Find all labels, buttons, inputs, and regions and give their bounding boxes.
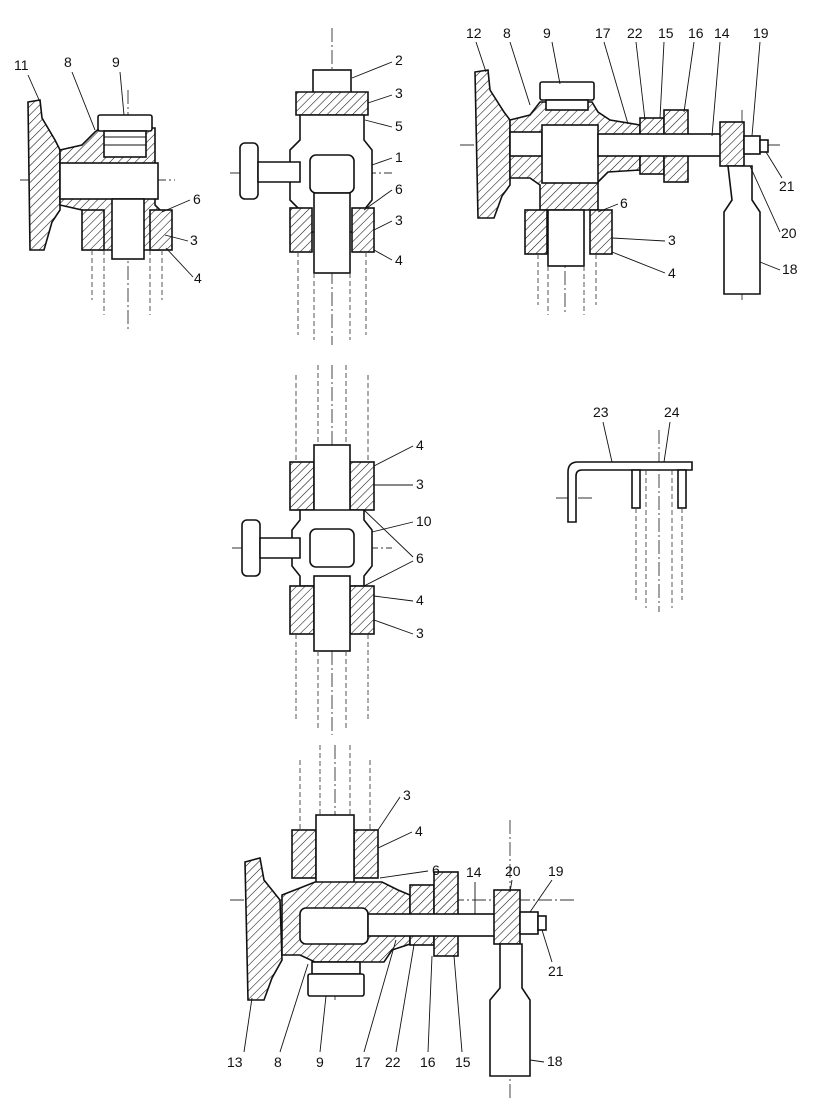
label-21: 21	[548, 963, 564, 979]
label-17: 17	[595, 25, 611, 41]
label-1: 1	[395, 149, 403, 165]
view-middle-labels: 4 3 10 6 4 3	[363, 437, 432, 641]
label-4: 4	[415, 823, 423, 839]
label-9: 9	[316, 1054, 324, 1070]
label-15: 15	[455, 1054, 471, 1070]
label-13: 13	[227, 1054, 243, 1070]
label-23: 23	[593, 404, 609, 420]
label-3: 3	[416, 476, 424, 492]
label-4-b: 4	[416, 592, 424, 608]
view-top-middle	[230, 28, 392, 345]
label-6: 6	[395, 181, 403, 197]
label-3: 3	[395, 85, 403, 101]
label-4: 4	[395, 252, 403, 268]
label-18: 18	[782, 261, 798, 277]
view-top-right-labels: 12 8 9 17 22 15 16 14 19 6 3 4 21 20 18	[466, 25, 798, 281]
label-12: 12	[466, 25, 482, 41]
view-middle	[232, 365, 392, 735]
view-top-left-labels: 11 8 9 6 3 4	[14, 54, 202, 286]
label-20: 20	[781, 225, 797, 241]
label-14: 14	[714, 25, 730, 41]
view-detail-labels: 23 24	[593, 404, 680, 463]
label-18: 18	[547, 1053, 563, 1069]
label-3-b: 3	[416, 625, 424, 641]
label-6: 6	[193, 191, 201, 207]
label-9: 9	[112, 54, 120, 70]
label-3-b: 3	[395, 212, 403, 228]
view-top-middle-labels: 2 3 5 1 6 3 4	[351, 52, 403, 268]
label-10: 10	[416, 513, 432, 529]
label-5: 5	[395, 118, 403, 134]
label-24: 24	[664, 404, 680, 420]
label-19: 19	[753, 25, 769, 41]
label-6: 6	[432, 862, 440, 878]
label-6: 6	[416, 550, 424, 566]
label-22: 22	[627, 25, 643, 41]
label-17: 17	[355, 1054, 371, 1070]
label-3: 3	[190, 232, 198, 248]
label-3: 3	[668, 232, 676, 248]
label-4: 4	[416, 437, 424, 453]
label-3: 3	[403, 787, 411, 803]
view-detail	[556, 430, 693, 612]
label-2: 2	[395, 52, 403, 68]
label-20: 20	[505, 863, 521, 879]
view-bottom-labels: 3 4 6 14 20 19 21 13 8 9 17 22 16 15 18	[227, 787, 564, 1070]
label-11: 11	[14, 57, 29, 73]
view-top-left	[20, 90, 175, 330]
label-14: 14	[466, 864, 482, 880]
view-top-right	[460, 69, 780, 315]
label-21: 21	[779, 178, 795, 194]
label-8: 8	[503, 25, 511, 41]
label-8: 8	[64, 54, 72, 70]
label-16: 16	[420, 1054, 436, 1070]
view-bottom	[230, 745, 575, 1100]
label-16: 16	[688, 25, 704, 41]
label-22: 22	[385, 1054, 401, 1070]
label-8: 8	[274, 1054, 282, 1070]
label-15: 15	[658, 25, 674, 41]
label-4: 4	[668, 265, 676, 281]
label-6: 6	[620, 195, 628, 211]
label-19: 19	[548, 863, 564, 879]
label-9: 9	[543, 25, 551, 41]
label-4: 4	[194, 270, 202, 286]
